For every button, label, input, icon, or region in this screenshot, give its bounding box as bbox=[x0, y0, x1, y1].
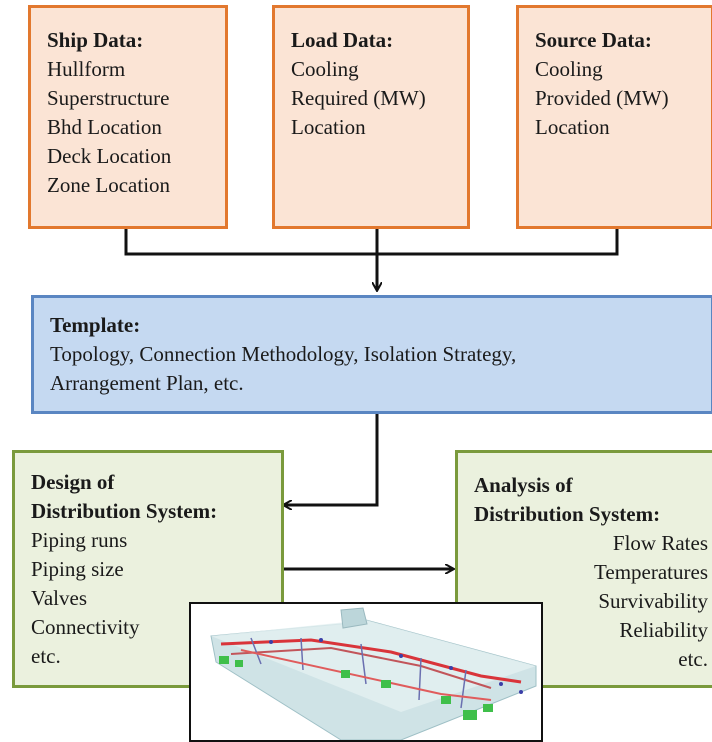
design-item: Piping size bbox=[31, 557, 124, 581]
load-data-item: Location bbox=[291, 115, 366, 139]
design-title: Design of bbox=[31, 470, 115, 494]
template-box: Template: Topology, Connection Methodolo… bbox=[31, 295, 712, 414]
source-data-title: Source Data: bbox=[535, 28, 652, 52]
template-item: Arrangement Plan, etc. bbox=[50, 371, 244, 395]
design-item: etc. bbox=[31, 644, 61, 668]
analysis-item: etc. bbox=[678, 647, 708, 671]
load-data-title: Load Data: bbox=[291, 28, 394, 52]
ship-piping-model-image bbox=[189, 602, 543, 742]
analysis-title: Analysis of bbox=[474, 473, 573, 497]
analysis-title: Distribution System: bbox=[474, 502, 661, 526]
analysis-item: Flow Rates bbox=[612, 531, 708, 555]
design-item: Valves bbox=[31, 586, 87, 610]
load-data-box: Load Data: Cooling Required (MW) Locatio… bbox=[272, 5, 470, 229]
inputs-merge-line bbox=[124, 228, 619, 256]
ship-data-item: Bhd Location bbox=[47, 115, 162, 139]
load-data-item: Cooling bbox=[291, 57, 359, 81]
design-box: Design of Distribution System: Piping ru… bbox=[12, 450, 284, 688]
source-data-item: Provided (MW) bbox=[535, 86, 669, 110]
ship-piping-model-icon bbox=[210, 607, 537, 740]
template-title: Template: bbox=[50, 313, 141, 337]
design-item: Piping runs bbox=[31, 528, 128, 552]
source-data-box: Source Data: Cooling Provided (MW) Locat… bbox=[516, 5, 712, 229]
ship-data-item: Superstructure bbox=[47, 86, 170, 110]
design-item: Connectivity bbox=[31, 615, 140, 639]
source-data-item: Location bbox=[535, 115, 610, 139]
design-title: Distribution System: bbox=[31, 499, 218, 523]
ship-data-item: Hullform bbox=[47, 57, 126, 81]
ship-data-box: Ship Data: Hullform Superstructure Bhd L… bbox=[28, 5, 228, 229]
source-data-item: Cooling bbox=[535, 57, 603, 81]
load-data-item: Required (MW) bbox=[291, 86, 426, 110]
template-to-design-arrow bbox=[284, 413, 379, 505]
template-item: Topology, Connection Methodology, Isolat… bbox=[50, 342, 517, 366]
analysis-item: Temperatures bbox=[594, 560, 708, 584]
analysis-item: Reliability bbox=[619, 618, 708, 642]
ship-data-item: Zone Location bbox=[47, 173, 171, 197]
ship-data-item: Deck Location bbox=[47, 144, 172, 168]
analysis-item: Survivability bbox=[598, 589, 708, 613]
ship-data-title: Ship Data: bbox=[47, 28, 144, 52]
